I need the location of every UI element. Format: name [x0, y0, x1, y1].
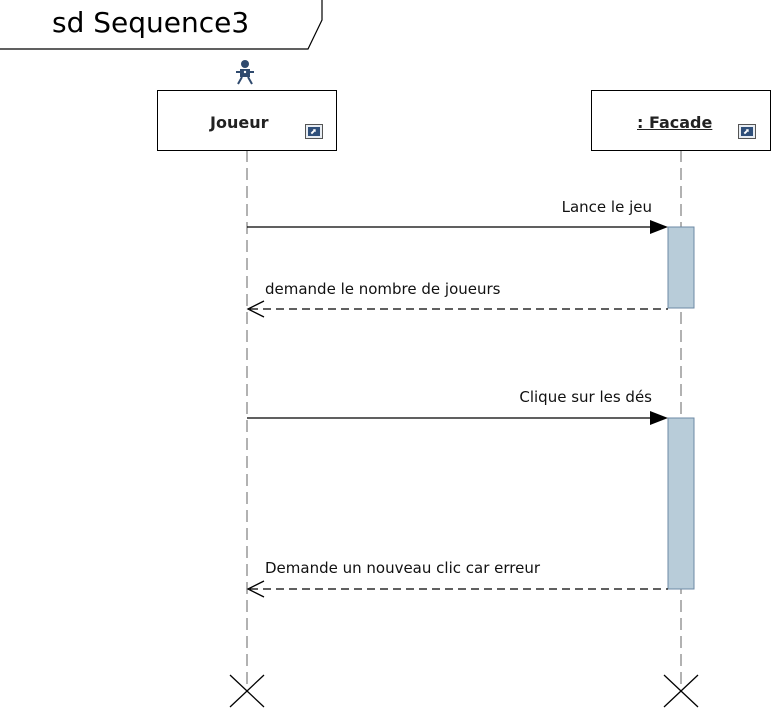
actor-icon — [236, 60, 254, 85]
lifeline-head-facade[interactable]: : Facade ⬈ — [591, 90, 771, 151]
frame-tab-border — [0, 0, 323, 50]
frame-title: sd Sequence3 — [52, 6, 250, 39]
activation-bar — [667, 417, 695, 590]
message-label: demande le nombre de joueurs — [265, 280, 501, 298]
arrowhead-open — [246, 300, 265, 318]
destroy-marker-joueur — [229, 674, 265, 708]
shortcut-icon: ⬈ — [305, 124, 323, 139]
arrowhead-filled — [650, 220, 668, 234]
destroy-marker-facade — [663, 674, 699, 708]
lifeline-name: Joueur — [210, 113, 269, 132]
lifeline-name: : Facade — [637, 113, 713, 132]
arrowhead-open — [246, 580, 265, 598]
arrowhead-filled — [650, 411, 668, 425]
message-label: Demande un nouveau clic car erreur — [265, 559, 540, 577]
message-label: Clique sur les dés — [519, 388, 652, 406]
lifeline-head-joueur[interactable]: Joueur ⬈ — [157, 90, 337, 151]
message-label: Lance le jeu — [561, 198, 652, 216]
shortcut-icon: ⬈ — [738, 124, 756, 139]
activation-bar — [667, 226, 695, 309]
